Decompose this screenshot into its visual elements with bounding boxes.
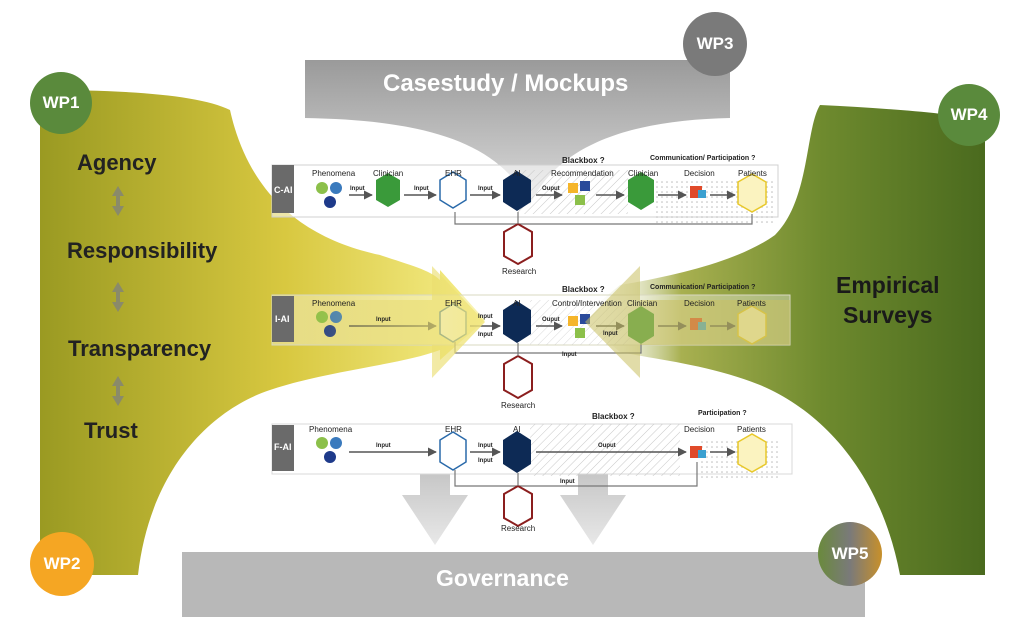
i-patients-label: Patients: [737, 299, 766, 308]
concept-trust: Trust: [84, 418, 138, 443]
wp4-badge: WP4: [938, 84, 1000, 146]
down-arrow-left: [402, 425, 468, 545]
tag-c-ai: C-AI: [274, 185, 293, 195]
wp4-label: WP4: [950, 105, 988, 124]
concept-agency: Agency: [77, 150, 157, 175]
f-input-a-label: Input: [478, 443, 493, 449]
i-input-a-label: Input: [478, 314, 493, 320]
down-arrow-right: [560, 425, 626, 545]
c-output-label: Ouput: [542, 186, 560, 192]
wp3-badge: WP3: [683, 12, 747, 76]
concept-responsibility: Responsibility: [67, 238, 218, 263]
c-input2-label: Input: [414, 186, 429, 192]
i-clinician-post-label: Clinician: [627, 299, 658, 308]
c-recommendation-label: Recommendation: [551, 169, 614, 178]
i-decision-label: Decision: [684, 299, 715, 308]
row-f-ai: [271, 423, 793, 528]
i-phenomena-label: Phenomena: [312, 299, 356, 308]
c-input3-label: Input: [478, 186, 493, 192]
f-ehr-label: EHR: [445, 425, 462, 434]
tag-i-ai: I-AI: [275, 314, 290, 324]
i-control-label: Control/Intervention: [552, 299, 622, 308]
c-decision-label: Decision: [684, 169, 715, 178]
i-ehr-label: EHR: [445, 299, 462, 308]
i-input-d-label: Input: [562, 352, 577, 358]
row-c-ai: [271, 164, 779, 266]
f-input1-label: Input: [376, 443, 391, 449]
i-research-label: Research: [501, 401, 536, 410]
f-decision-label: Decision: [684, 425, 715, 434]
i-ai-label: AI: [513, 299, 521, 308]
empirical-title-line1: Empirical: [836, 272, 940, 298]
wp5-label: WP5: [831, 544, 869, 563]
wp5-badge: WP5: [818, 522, 882, 586]
i-input1-label: Input: [376, 317, 391, 323]
wp1-wp2-shape: [40, 90, 485, 575]
f-phenomena-label: Phenomena: [309, 425, 353, 434]
empirical-title-line2: Surveys: [843, 302, 933, 328]
row-i-ai: [271, 266, 791, 400]
i-comm-label: Communication/ Participation ?: [650, 284, 756, 291]
c-blackbox-label: Blackbox ?: [562, 156, 605, 165]
wp2-badge: WP2: [30, 532, 94, 596]
tag-f-ai: F-AI: [274, 442, 292, 452]
f-input-b-label: Input: [478, 458, 493, 464]
i-input-c-label: Input: [603, 331, 618, 337]
c-phenomena-label: Phenomena: [312, 169, 356, 178]
f-output-label: Ouput: [598, 443, 616, 449]
casestudy-band: [305, 60, 730, 205]
wp3-label: WP3: [696, 34, 734, 53]
f-ai-label: AI: [513, 425, 521, 434]
f-participation-label: Participation ?: [698, 410, 747, 417]
concept-transparency: Transparency: [68, 336, 212, 361]
f-blackbox-label: Blackbox ?: [592, 412, 635, 421]
casestudy-title: Casestudy / Mockups: [383, 70, 629, 97]
f-input-c-label: Input: [560, 479, 575, 485]
c-input1-label: Input: [350, 186, 365, 192]
c-ai-label: AI: [513, 169, 521, 178]
c-ehr-label: EHR: [445, 169, 462, 178]
c-comm-label: Communication/ Participation ?: [650, 155, 756, 162]
f-patients-label: Patients: [737, 425, 766, 434]
c-clinician-post-label: Clinician: [628, 169, 659, 178]
f-research-label: Research: [501, 524, 536, 533]
wp1-badge: WP1: [30, 72, 92, 134]
governance-title: Governance: [436, 565, 569, 591]
i-output-label: Ouput: [542, 317, 560, 323]
i-input-b-label: Input: [478, 332, 493, 338]
wp2-label: WP2: [43, 554, 81, 573]
governance-band: [182, 552, 865, 617]
c-research-label: Research: [502, 267, 537, 276]
i-blackbox-label: Blackbox ?: [562, 285, 605, 294]
c-clinician-pre-label: Clinician: [373, 169, 404, 178]
c-patients-label: Patients: [738, 169, 767, 178]
wp1-label: WP1: [42, 93, 80, 112]
concept-links: [112, 186, 124, 406]
